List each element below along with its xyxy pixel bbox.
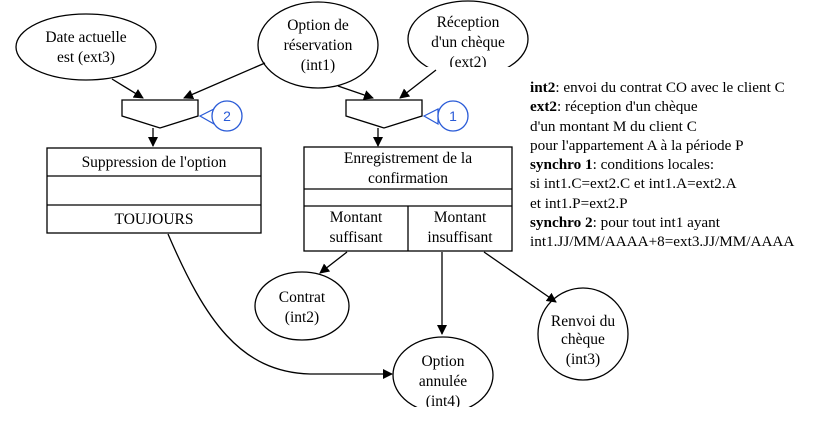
event-option-annulee: Option annulée (int4) [392,336,494,410]
event-annulee-line2: annulée [419,373,467,390]
event-contrat-line2: (int2) [285,309,319,326]
transition-suppression-title: Suppression de l'option [82,154,227,171]
legend-text: : réception d'un chèque [557,98,698,116]
legend-line: int1.JJ/MM/AAAA+8=ext3.JJ/MM/AAAA [530,232,830,251]
transition-enregistrement-title-line1: Enregistrement de la [344,150,472,167]
legend-text: int1.JJ/MM/AAAA+8=ext3.JJ/MM/AAAA [530,233,795,251]
condition-suffisant-line1: Montant [330,209,383,226]
event-cheque-line3: (ext2) [449,54,486,71]
sync-label-2: 2 [223,108,231,124]
legend-line: ext2: réception d'un chèque [530,97,830,116]
legend-line: synchro 2: pour tout int1 ayant [530,213,830,232]
arrow-suffisant-to-contrat [319,251,348,274]
legend-term: synchro 1 [530,156,593,174]
arrow-option-to-sync2 [183,62,266,100]
condition-toujours: TOUJOURS [115,211,194,228]
legend-term: int2 [530,79,556,96]
svg-text:Contrat(int2): Contrat (int2) [279,289,326,326]
sync-shape-right [345,99,423,129]
arrow-date-to-sync2 [111,78,144,99]
event-renvoi-line1: Renvoi du [551,313,615,330]
legend-text: : pour tout int1 ayant [592,214,720,232]
transition-enregistrement: Enregistrement de la confirmation Montant… [303,146,513,252]
legend-line: d'un montant M du client C [530,117,830,136]
legend-term: synchro 2 [530,214,593,232]
arrows-in [111,62,437,147]
legend-line: synchro 1: conditions locales: [530,155,830,174]
event-date-line2: est (ext3) [57,49,115,66]
event-reception-cheque: Réception d'un chèque (ext2) [407,0,529,71]
event-option-line1: Option de [287,17,349,34]
event-annulee-line1: Option [421,353,464,370]
condition-suffisant-line2: suffisant [329,229,383,246]
event-annulee-line3: (int4) [426,393,460,410]
transition-enregistrement-title-line2: confirmation [368,170,448,187]
legend-text: si int1.C=ext2.C et int1.A=ext2.A [530,175,737,193]
arrow-insuffisant-to-renvoi [483,251,557,303]
event-contrat-line1: Contrat [279,289,326,306]
legend-text: : conditions locales: [592,156,715,174]
legend-line: pour l'appartement A à la période P [530,136,830,155]
event-contrat: Contrat (int2) [254,271,350,341]
event-date-actuelle: Date actuelle est (ext3) [15,13,157,81]
condition-insuffisant-line2: insuffisant [427,229,493,246]
legend-text: pour l'appartement A à la période P [530,136,744,154]
event-renvoi-line3: (int3) [566,351,600,368]
sync-callout-2: 2 [198,100,243,132]
condition-insuffisant-line1: Montant [434,209,487,226]
event-option-line2: réservation [284,37,353,54]
legend-text: et int1.P=ext2.P [530,194,628,212]
transition-suppression: Suppression de l'option TOUJOURS [46,147,262,234]
event-cheque-line1: Réception [437,14,500,31]
arrow-option-to-sync1 [337,85,374,100]
sync-shape-left [121,99,199,129]
legend-text: d'un montant M du client C [530,117,697,135]
legend-text: : envoi du contrat CO avec le client C [555,79,785,96]
legend-line: et int1.P=ext2.P [530,194,830,213]
arrows-out [167,233,557,379]
legend-term: ext2 [530,98,557,116]
event-date-line1: Date actuelle [45,29,126,46]
legend-notes: int2: envoi du contrat CO avec le client… [530,78,830,252]
sync-label-1: 1 [449,108,457,124]
legend-line: si int1.C=ext2.C et int1.A=ext2.A [530,174,830,193]
event-option-line3: (int1) [301,57,335,74]
event-option-reservation: Option de réservation (int1) [257,1,379,89]
event-renvoi-line2: chèque [561,331,605,348]
arrow-cheque-to-sync1 [399,69,437,99]
event-cheque-line2: d'un chèque [431,34,505,51]
legend-line: int2: envoi du contrat CO avec le client… [530,78,830,97]
arrow-toujours-to-annulee [167,233,393,379]
sync-callout-1: 1 [422,100,469,132]
